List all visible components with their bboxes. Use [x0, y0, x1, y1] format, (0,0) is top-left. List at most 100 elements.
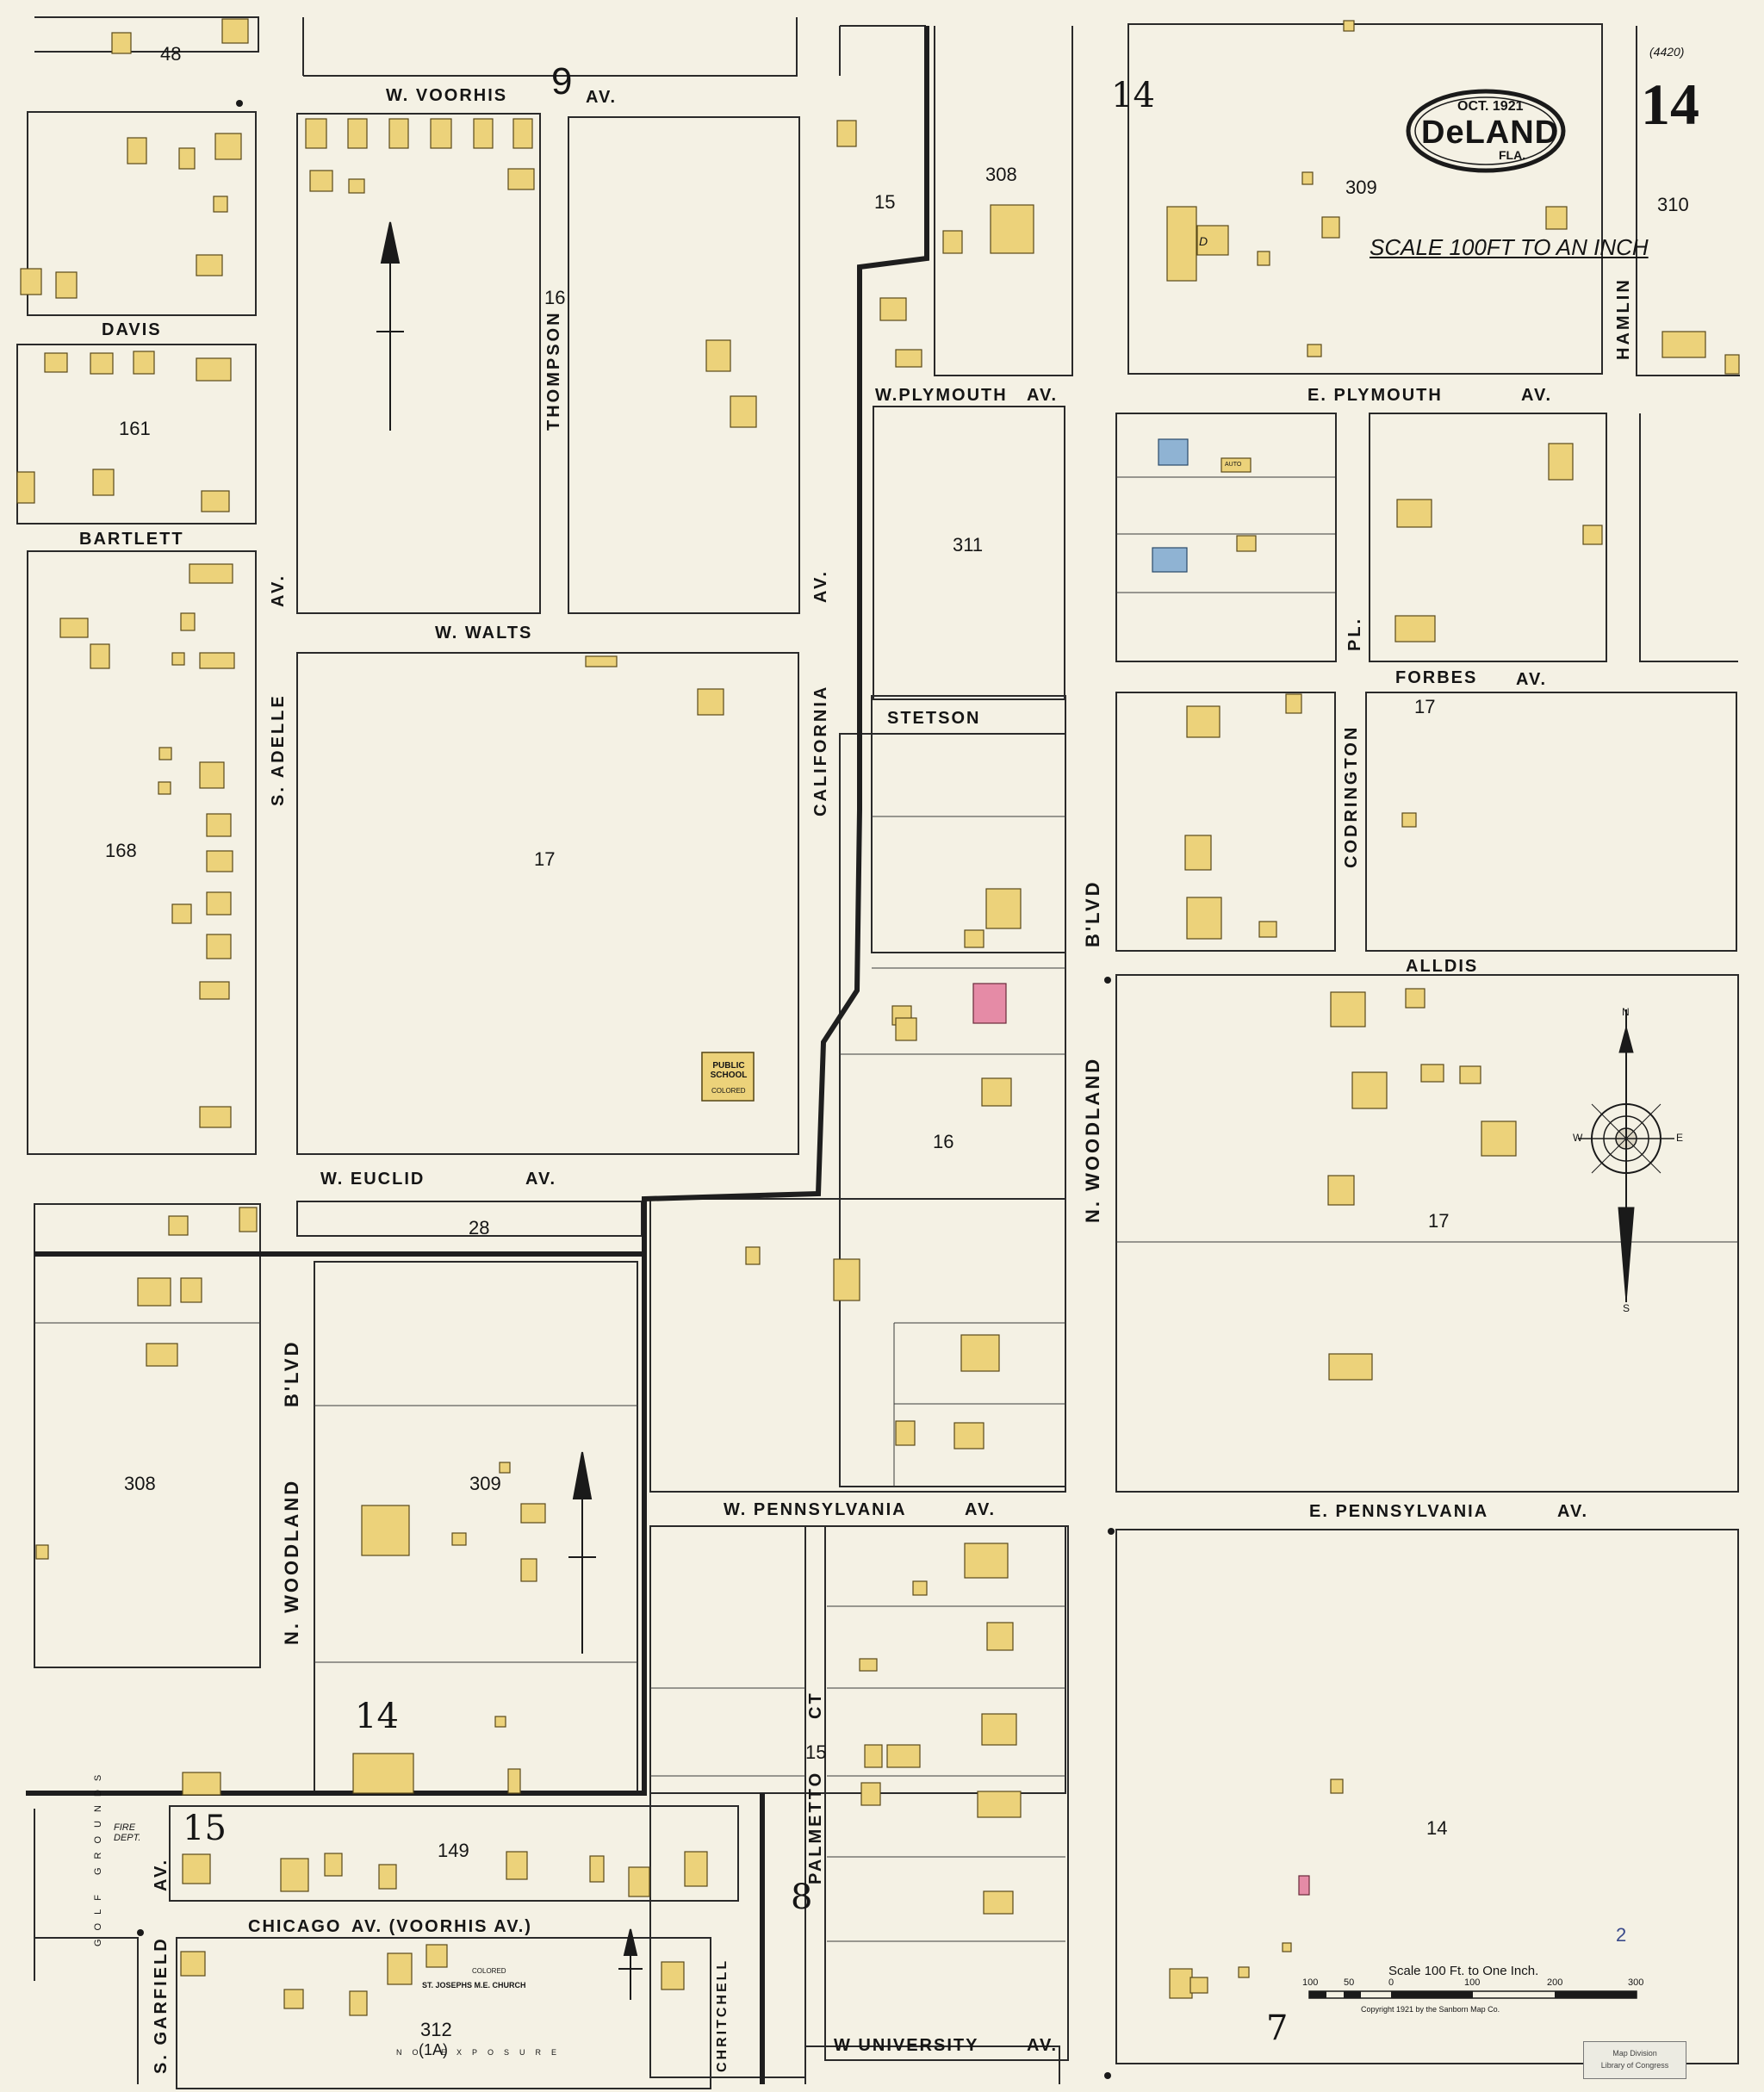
- block-15-palmetto: 15: [805, 1741, 827, 1763]
- frame-buildings: [16, 18, 1740, 2016]
- public-school-building: [701, 1052, 755, 1102]
- street-hamlin: HAMLIN: [1614, 277, 1633, 360]
- sheet-ref-14-top: 14: [1111, 76, 1155, 115]
- street-w-pennsylvania-av: AV.: [965, 1500, 997, 1519]
- scale-tick-0: 100: [1302, 1977, 1319, 1988]
- street-e-plymouth-av: AV.: [1521, 386, 1553, 405]
- scale-tick-1: 50: [1344, 1977, 1355, 1988]
- scale-tick-5: 300: [1628, 1977, 1644, 1988]
- block-311: 311: [953, 534, 984, 556]
- street-thompson: THOMPSON: [544, 310, 563, 431]
- street-w-university-av: AV.: [1027, 2036, 1059, 2055]
- block-308-top: 308: [985, 164, 1017, 185]
- block-309-lower: 309: [469, 1473, 501, 1494]
- title-cartouche-shape: [1406, 89, 1566, 173]
- scale-tick-2: 0: [1388, 1977, 1394, 1988]
- street-alldis: ALLDIS: [1406, 957, 1479, 976]
- dwelling-code: D: [1199, 234, 1208, 248]
- lot-lines: [34, 476, 1738, 1942]
- street-w-euclid-av: AV.: [525, 1170, 557, 1189]
- street-forbes: FORBES: [1395, 668, 1478, 687]
- block-outlines: [16, 16, 1740, 2089]
- sheet-boundary-lines: [26, 26, 929, 2084]
- compass-letter-e: E: [1676, 1132, 1684, 1144]
- handwritten-scale-note: SCALE 100FT TO AN INCH: [1370, 234, 1649, 260]
- scale-bar-graphic: [1308, 1990, 1637, 1999]
- street-chicago-av: AV. (VOORHIS AV.): [351, 1917, 532, 1936]
- street-w-voorhis-av: AV.: [586, 88, 618, 107]
- street-w-walts: W. WALTS: [435, 624, 533, 642]
- block-312-alt: (1A): [419, 2041, 449, 2058]
- street-w-voorhis: W. VOORHIS: [386, 86, 508, 105]
- brick-buildings: [972, 983, 1310, 1896]
- church-sublabel: COLORED: [472, 1967, 506, 1975]
- street-e-pennsylvania: E. PENNSYLVANIA: [1309, 1502, 1489, 1521]
- street-w-university: W UNIVERSITY: [834, 2036, 979, 2055]
- street-chritchell: CHRITCHELL: [715, 1958, 730, 2072]
- north-arrows: [376, 221, 643, 2000]
- street-e-plymouth: E. PLYMOUTH: [1307, 386, 1443, 405]
- block-309-top: 309: [1345, 177, 1377, 198]
- block-17-east: 17: [1428, 1210, 1450, 1232]
- street-w-plymouth: W.PLYMOUTH: [875, 386, 1008, 405]
- block-number-2: 2: [1616, 1924, 1627, 1946]
- sheet-ref-8-bottom: 8: [791, 1878, 813, 1917]
- street-blvd-lower: B'LVD: [281, 1339, 302, 1408]
- copyright-note: Copyright 1921 by the Sanborn Map Co.: [1361, 2005, 1500, 2014]
- street-california: CALIFORNIA: [811, 684, 830, 816]
- street-forbes-av: AV.: [1516, 670, 1548, 689]
- public-school-sublabel: COLORED: [711, 1087, 746, 1095]
- block-312: 312: [420, 2019, 452, 2040]
- stone-buildings: [1152, 438, 1189, 573]
- block-161: 161: [119, 418, 151, 439]
- street-s-adelle: S. ADELLE: [269, 693, 288, 806]
- street-s-garfield: S. GARFIELD: [152, 1936, 171, 2074]
- block-15-top: 15: [874, 191, 896, 213]
- block-14-east: 14: [1426, 1817, 1448, 1839]
- scale-bar-title: Scale 100 Ft. to One Inch.: [1388, 1964, 1539, 1978]
- sheet-ref-7-bottom: 7: [1266, 2008, 1289, 2048]
- sheet-ref-15-left: 15: [183, 1809, 227, 1848]
- block-168: 168: [105, 840, 137, 861]
- street-codrington: CODRINGTON: [1342, 724, 1361, 868]
- street-blvd-upper: B'LVD: [1082, 879, 1103, 948]
- street-davis: DAVIS: [102, 320, 162, 339]
- street-s-garfield-av: AV.: [152, 1857, 171, 1891]
- street-e-pennsylvania-av: AV.: [1557, 1502, 1589, 1521]
- street-w-voorhis-number: 9: [551, 60, 573, 102]
- block-149: 149: [438, 1840, 469, 1861]
- street-palmetto: PALMETTO: [806, 1770, 825, 1884]
- corner-note: (4420): [1649, 45, 1685, 59]
- no-exposure-label: NO EXPOSURE: [396, 2048, 568, 2057]
- compass-rose: [1578, 1009, 1674, 1303]
- block-310: 310: [1657, 194, 1689, 215]
- compass-letter-s: S: [1623, 1302, 1630, 1314]
- sheet-number: 14: [1641, 71, 1699, 137]
- fire-dept-label: FIRE DEPT.: [114, 1822, 141, 1843]
- block-16-thompson: 16: [544, 287, 566, 308]
- block-17-school: 17: [534, 848, 556, 870]
- block-28: 28: [469, 1217, 490, 1238]
- church-label: ST. JOSEPHS M.E. CHURCH: [422, 1981, 526, 1990]
- street-w-plymouth-av: AV.: [1027, 386, 1059, 405]
- street-california-av: AV.: [811, 568, 830, 603]
- scale-tick-4: 200: [1547, 1977, 1563, 1988]
- golf-grounds-label: GOLF GROUNDS: [93, 1766, 103, 1946]
- cartouche-city: DeLAND: [1421, 115, 1560, 151]
- street-bartlett: BARTLETT: [79, 530, 184, 549]
- street-pl: PL.: [1345, 616, 1364, 651]
- public-school-label: PUBLIC SCHOOL: [710, 1061, 748, 1080]
- block-16-mid: 16: [933, 1131, 954, 1152]
- compass-letter-n: N: [1622, 1006, 1630, 1018]
- library-stamp: Map Division Library of Congress: [1583, 2041, 1686, 2079]
- street-palmetto-ct: CT: [806, 1691, 825, 1719]
- scale-tick-3: 100: [1464, 1977, 1481, 1988]
- hydrant-markers: [137, 100, 1115, 2079]
- compass-letter-w: W: [1573, 1132, 1583, 1144]
- stamp-line-1: Map Division: [1612, 2049, 1657, 2058]
- street-stetson: STETSON: [887, 709, 981, 728]
- street-chicago: CHICAGO: [248, 1917, 342, 1936]
- block-17-forbes: 17: [1414, 696, 1436, 717]
- street-w-pennsylvania: W. PENNSYLVANIA: [724, 1500, 907, 1519]
